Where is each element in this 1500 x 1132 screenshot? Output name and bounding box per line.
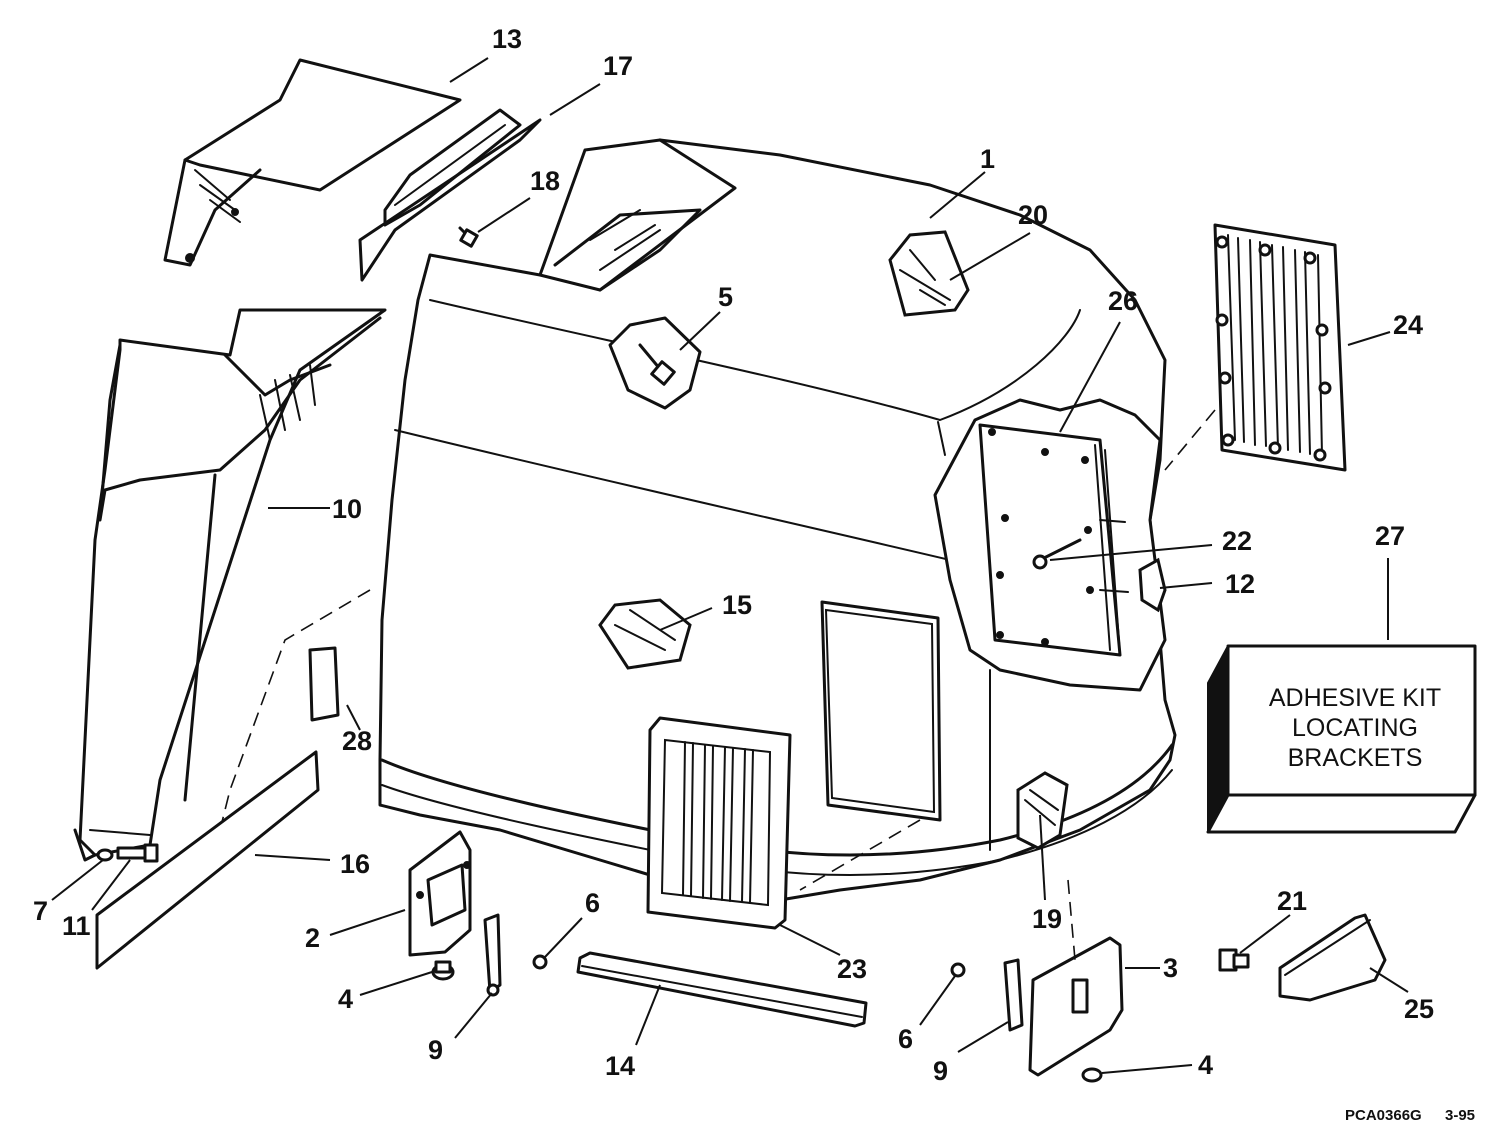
grommet-5 [608, 316, 702, 410]
leader-lines [51, 57, 1409, 1074]
adhesive-kit-box: ADHESIVE KIT LOCATING BRACKETS [1206, 644, 1477, 834]
callout-2: 2 [305, 923, 320, 953]
callout-16: 16 [340, 849, 370, 879]
vent-grille-24 [1213, 223, 1347, 472]
callout-6-left: 6 [585, 888, 600, 918]
callout-numbers: 1 2 3 4 4 5 6 6 7 9 9 10 11 12 13 14 15 … [33, 24, 1434, 1086]
screw-11 [116, 843, 159, 863]
strap-9-right [1003, 958, 1024, 1032]
air-intake-duct [73, 308, 387, 862]
callout-24: 24 [1393, 310, 1423, 340]
revision-date: 3-95 [1445, 1107, 1475, 1124]
knob-4-left [431, 960, 455, 981]
callout-9-right: 9 [933, 1056, 948, 1086]
engine-cover [378, 138, 1177, 902]
callout-19: 19 [1032, 904, 1062, 934]
callout-5: 5 [718, 282, 733, 312]
callout-22: 22 [1222, 526, 1252, 556]
bumper-cap-25 [1278, 913, 1387, 1002]
kit-box-line3: BRACKETS [1288, 744, 1423, 772]
channel-strip-14 [576, 951, 868, 1028]
callout-25: 25 [1404, 994, 1434, 1024]
callout-21: 21 [1277, 886, 1307, 916]
callout-4-right: 4 [1198, 1050, 1213, 1080]
callout-6-right: 6 [898, 1024, 913, 1054]
callout-23: 23 [837, 954, 867, 984]
decal-strip [95, 750, 320, 970]
latch-plate-3 [1028, 936, 1124, 1077]
callout-17: 17 [603, 51, 633, 81]
strap-9-left [483, 913, 502, 997]
callout-28: 28 [342, 726, 372, 756]
callout-26: 26 [1108, 286, 1138, 316]
kit-box-line2: LOCATING [1292, 714, 1418, 742]
vent-grille-23 [646, 716, 792, 930]
adhesive-patch-15 [598, 598, 692, 670]
callout-20: 20 [1018, 200, 1048, 230]
part-code: PCA0366G [1345, 1107, 1422, 1124]
callout-12: 12 [1225, 569, 1255, 599]
washer-7 [96, 848, 114, 862]
callout-3: 3 [1163, 953, 1178, 983]
latch-bracket-2 [408, 830, 472, 957]
callout-4-left: 4 [338, 984, 353, 1014]
callout-10: 10 [332, 494, 362, 524]
alignment-lines [799, 409, 1216, 961]
screw-21 [1218, 948, 1250, 972]
adhesive-patch-19 [1016, 771, 1069, 850]
screw-18 [458, 226, 479, 248]
callout-27: 27 [1375, 521, 1405, 551]
callout-11: 11 [62, 911, 91, 941]
callout-18: 18 [530, 166, 560, 196]
callout-7: 7 [33, 896, 48, 926]
rivet-6-right [950, 962, 966, 978]
cover-cutaway-bracket [933, 398, 1167, 692]
callout-13: 13 [492, 24, 522, 54]
rivet-6-left [532, 954, 548, 970]
callout-9-left: 9 [428, 1035, 443, 1065]
callout-15: 15 [722, 590, 752, 620]
intake-seal [358, 108, 542, 282]
top-vent-cover [163, 58, 462, 267]
adhesive-patch-20 [888, 230, 970, 317]
callout-1: 1 [980, 144, 995, 174]
knob-4-right [1081, 1067, 1103, 1083]
kit-box-line1: ADHESIVE KIT [1269, 684, 1441, 712]
callout-14: 14 [605, 1051, 635, 1081]
